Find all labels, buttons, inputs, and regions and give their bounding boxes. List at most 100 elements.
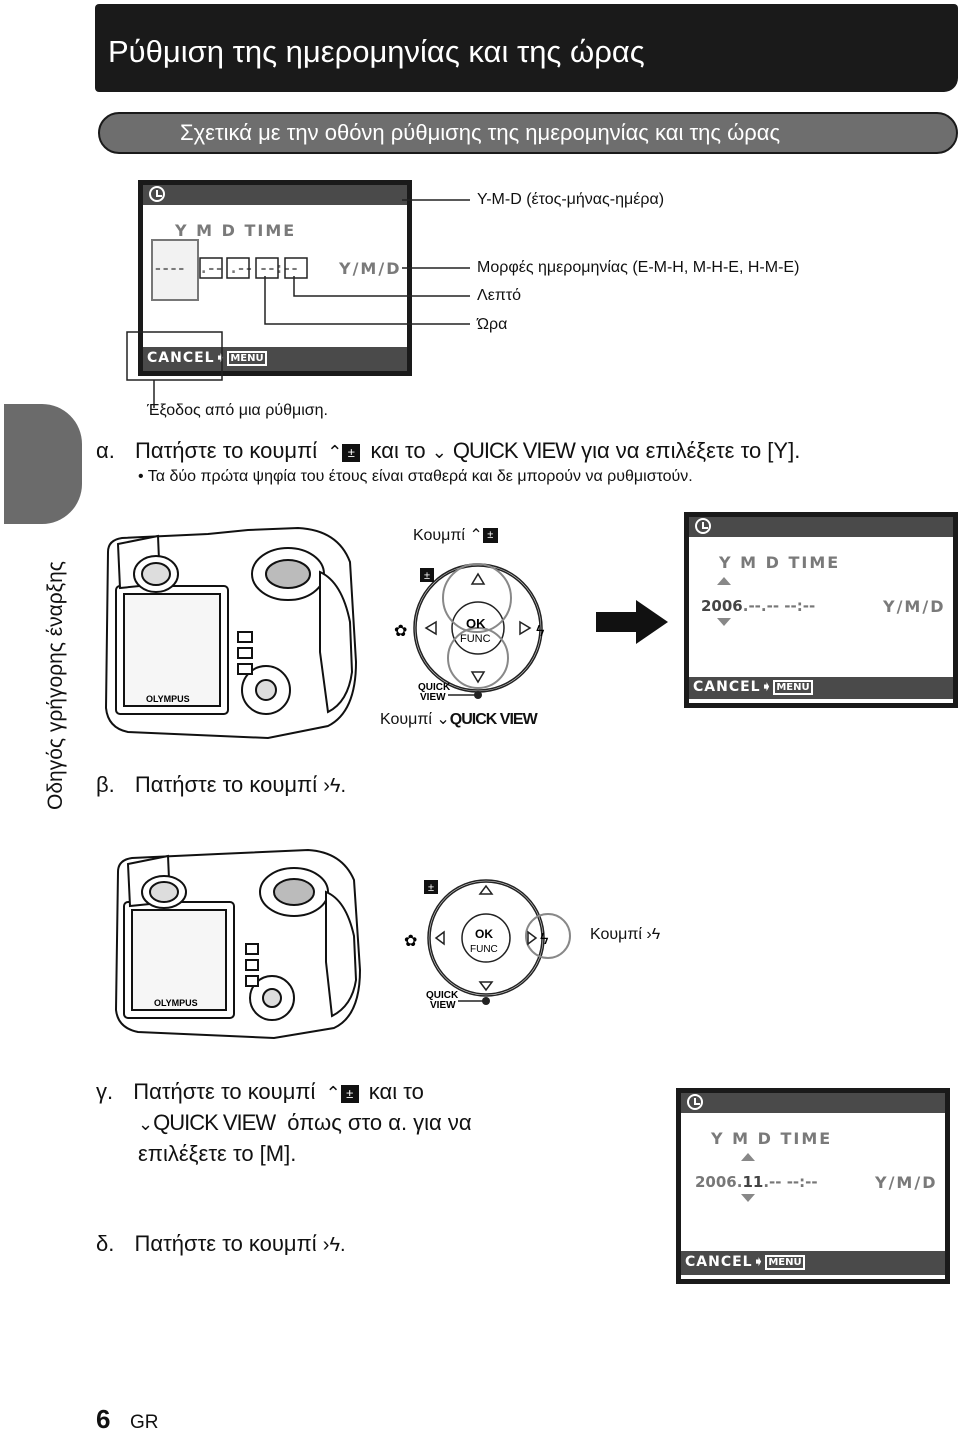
step-c-text2: και το (368, 1079, 424, 1104)
down-button-icon: ⌄ (431, 442, 447, 462)
menu-label: MENU (227, 350, 267, 366)
date-format: Y/M/D (875, 1173, 938, 1192)
step-a: α. Πατήστε το κουμπί ⌃± και το ⌄ QUICK V… (96, 438, 800, 464)
title-bar (95, 4, 958, 92)
year-selector-box (151, 239, 199, 301)
date-value: 2006.11.-- --:-- (695, 1173, 818, 1191)
year-placeholder: ---- (155, 261, 187, 277)
subtitle-bar (98, 112, 958, 154)
svg-text:±: ± (424, 570, 430, 582)
date-screen-a: Y M D TIME 2006.--.-- --:-- Y/M/D CANCEL… (684, 512, 958, 708)
date-rest: .-- --:-- (763, 1173, 818, 1191)
camera-illustration-a: OLYMPUS (104, 526, 358, 740)
date-format: Y/M/D (339, 259, 402, 278)
right-flash-button-icon: ›ϟ. (323, 775, 347, 797)
menu-label: MENU (773, 679, 813, 695)
clock-icon (695, 518, 711, 534)
camera-brand: OLYMPUS (154, 998, 198, 1008)
step-c-text5: επιλέξετε το [M]. (138, 1141, 297, 1166)
page-number: 6 (96, 1404, 111, 1433)
callout-ymd: Y-M-D (έτος-μήνας-ημέρα) (477, 191, 665, 208)
button-label-up: Κουμπί ⌃± (413, 525, 498, 545)
step-d-text: Πατήστε το κουμπί (134, 1231, 317, 1256)
arrow-right-icon (596, 600, 668, 644)
ok-label: OK (475, 927, 493, 941)
step-a-note-text: Τα δύο πρώτα ψηφία του έτους είναι σταθε… (147, 468, 693, 485)
quick-view-label: QUICK VIEW (449, 711, 538, 728)
down-arrow-icon (741, 1194, 755, 1202)
side-tab (4, 404, 82, 524)
cancel-label: CANCEL (693, 679, 761, 695)
up-exposure-button-icon: ⌃± (326, 1078, 359, 1108)
func-label: FUNC (460, 633, 491, 645)
svg-text:±: ± (428, 882, 434, 894)
up-arrow-icon (717, 577, 731, 585)
screen-fields: Y M D TIME (175, 221, 297, 240)
clock-icon (149, 186, 165, 202)
step-a-text3: QUICK VIEW (452, 438, 576, 463)
qv-line1: QUICK (426, 990, 459, 1001)
menu-label: MENU (765, 1254, 805, 1270)
control-pad-a: OK FUNC ± ✿ ϟ QUICK VIEW (394, 563, 545, 703)
step-c-letter: γ. (96, 1079, 114, 1104)
callout-minute: Λεπτό (477, 287, 522, 304)
up-arrow-icon (741, 1153, 755, 1161)
callout-exit: Έξοδος από μια ρύθμιση. (147, 402, 328, 419)
callout-formats: Μορφές ημερομηνίας (Ε-Μ-Η, Μ-Η-Ε, Η-Μ-Ε) (477, 259, 800, 276)
step-a-text2: και το (370, 438, 426, 463)
language-code: GR (130, 1412, 159, 1433)
camera-brand: OLYMPUS (146, 694, 190, 704)
screen-top-bar (681, 1093, 945, 1113)
callout-lines (126, 199, 470, 408)
step-c-text3: QUICK VIEW (153, 1110, 276, 1135)
qv-line2: VIEW (430, 1000, 456, 1011)
right-flash-button-icon: ›ϟ. (322, 1234, 346, 1256)
step-c-text1: Πατήστε το κουμπί (133, 1079, 316, 1104)
step-c: γ. Πατήστε το κουμπί ⌃± και το ⌄QUICK VI… (96, 1077, 472, 1169)
svg-text:ϟ: ϟ (540, 931, 549, 948)
step-d-letter: δ. (96, 1231, 115, 1256)
qv-line1: QUICK (418, 682, 451, 693)
step-a-note: • Τα δύο πρώτα ψηφία του έτους είναι στα… (138, 468, 693, 485)
step-a-text4: για να επιλέξετε το [Y]. (581, 438, 801, 463)
callout-hour: Ώρα (477, 316, 508, 333)
step-a-text1: Πατήστε το κουμπί (134, 438, 318, 463)
clock-icon (687, 1094, 703, 1110)
down-button-icon: ⌄ (138, 1114, 154, 1134)
step-b: β. Πατήστε το κουμπί ›ϟ. (96, 772, 346, 798)
date-rest: .--.-- --:-- (742, 597, 816, 615)
func-label: FUNC (470, 944, 498, 955)
cancel-label: CANCEL (147, 350, 215, 366)
year-value: 2006. (695, 1173, 743, 1191)
ok-label: OK (466, 616, 486, 631)
control-pad-b: OK FUNC ± ✿ ϟ QUICK VIEW (404, 879, 571, 1011)
svg-text:ϟ: ϟ (536, 623, 545, 640)
camera-illustration-b: OLYMPUS (114, 848, 362, 1040)
svg-text:✿: ✿ (404, 933, 417, 950)
step-a-letter: α. (96, 438, 115, 463)
screen-top-bar (689, 517, 953, 537)
screen-fields: Y M D TIME (719, 553, 841, 572)
section-subtitle: Σχετικά με την οθόνη ρύθμισης της ημερομ… (180, 120, 781, 145)
date-format: Y/M/D (883, 597, 946, 616)
cancel-label: CANCEL (685, 1254, 753, 1270)
step-c-text4: όπως στο α. για να (287, 1110, 472, 1135)
date-screen-c: Y M D TIME 2006.11.-- --:-- Y/M/D CANCEL… (676, 1088, 950, 1284)
screen-top-bar (143, 185, 407, 205)
step-b-text: Πατήστε το κουμπί (134, 772, 318, 797)
step-b-letter: β. (96, 772, 115, 797)
button-label-right: Κουμπί ›ϟ (590, 926, 661, 943)
month-value: 11 (742, 1173, 764, 1191)
page-title: Ρύθμιση της ημερομηνίας και της ώρας (108, 34, 645, 69)
qv-line2: VIEW (420, 692, 446, 703)
down-arrow-icon (717, 618, 731, 626)
button-label-down: Κουμπί ⌄QUICK VIEW (380, 711, 538, 728)
up-exposure-button-icon: ⌃± (327, 442, 361, 463)
screen-bottom-bar: CANCEL➧MENU (143, 347, 407, 371)
side-label: Οδηγός γρήγορης έναρξης (44, 561, 67, 810)
year-value: 2006.--.-- --:-- (701, 597, 816, 615)
svg-text:✿: ✿ (394, 623, 407, 640)
step-d: δ. Πατήστε το κουμπί ›ϟ. (96, 1231, 346, 1257)
screen-bottom-bar: CANCEL➧MENU (681, 1251, 945, 1275)
screen-bottom-bar: CANCEL➧MENU (689, 677, 953, 699)
